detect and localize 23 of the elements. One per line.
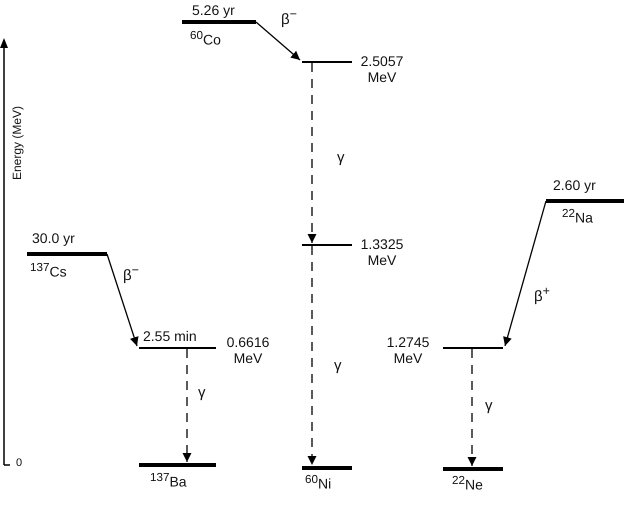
transition-arrow xyxy=(468,349,476,466)
transition-arrow xyxy=(308,246,316,465)
transition-arrow xyxy=(106,254,138,346)
nuclide-label: $^{22}$Na xyxy=(562,206,594,226)
nuclide-label: $^{60}$Ni xyxy=(305,472,332,492)
nuclide-label: $^{137}$Ba xyxy=(150,470,188,490)
transition-arrow xyxy=(256,22,300,60)
energy-value-label: 1.2745 MeV xyxy=(386,334,430,366)
nuclide-label: $^{22}$Ne xyxy=(452,473,484,493)
axis-title: Energy (MeV) xyxy=(9,106,25,180)
half-life-label: 2.55 min xyxy=(143,328,198,344)
energy-value-label: 0.6616 MeV xyxy=(226,334,270,366)
energy-value-label: 2.5057 MeV xyxy=(360,53,404,85)
nuclide-label: $^{137}$Cs xyxy=(30,260,68,280)
half-life-label: 30.0 yr xyxy=(32,230,76,246)
transition-arrow xyxy=(182,349,192,462)
half-life-label: 5.26 yr xyxy=(192,2,236,18)
transition-arrow xyxy=(503,200,547,346)
energy-value-label: 1.3325 MeV xyxy=(360,236,404,268)
half-life-label: 2.60 yr xyxy=(553,177,597,193)
nuclide-label: $^{60}$Co xyxy=(190,28,222,48)
axis-tick-label: 0 xyxy=(16,456,22,471)
transition-arrow xyxy=(308,63,316,243)
